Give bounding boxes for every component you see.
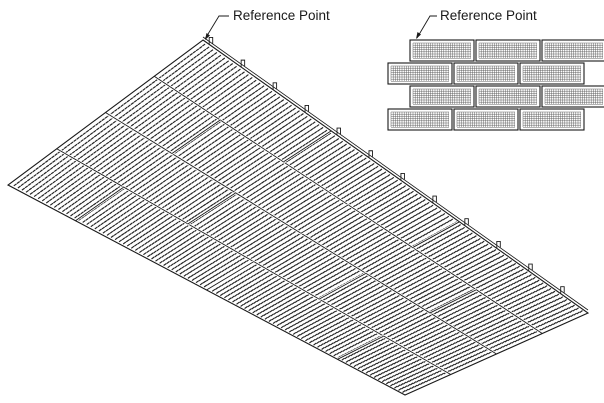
panel-joint bbox=[429, 289, 477, 314]
inset-brick-perforation bbox=[456, 65, 515, 82]
inset-brick-perforation bbox=[544, 88, 603, 105]
edge-clip bbox=[400, 172, 405, 181]
edge-clip bbox=[240, 59, 246, 68]
edge-clip bbox=[464, 218, 469, 226]
panel-joint bbox=[206, 261, 254, 291]
panel-seams bbox=[56, 75, 543, 376]
panel-joint bbox=[412, 221, 460, 248]
panel-joint bbox=[300, 204, 349, 234]
inset-brick-panels bbox=[387, 39, 604, 131]
ceiling-outline bbox=[6, 39, 590, 396]
edge-clip bbox=[368, 150, 373, 158]
inset-reference-callout: Reference Point bbox=[416, 8, 537, 39]
main-reference-callout: Reference Point bbox=[204, 8, 330, 40]
edge-clip bbox=[272, 82, 278, 90]
panel-joint bbox=[283, 130, 332, 163]
edge-clip bbox=[528, 263, 533, 272]
panel-joint bbox=[187, 192, 236, 225]
reference-point-label-main: Reference Point bbox=[233, 8, 330, 23]
panel-joint bbox=[318, 272, 367, 300]
edge-clip bbox=[432, 195, 437, 204]
inset-brick-perforation bbox=[522, 65, 581, 82]
inset-brick-perforation bbox=[390, 111, 449, 128]
callout-arrowhead-main bbox=[205, 33, 210, 40]
callout-leader-inset bbox=[416, 15, 437, 39]
inset-brick-perforation bbox=[412, 42, 471, 59]
reference-point-label-inset: Reference Point bbox=[440, 8, 537, 23]
inset-brick-perforation bbox=[522, 111, 581, 128]
inset-brick-perforation bbox=[478, 42, 537, 59]
callout-arrowhead-inset bbox=[416, 32, 421, 39]
inset-plan-view: Reference Point bbox=[387, 8, 604, 131]
edge-clip bbox=[560, 286, 565, 294]
edge-clips bbox=[202, 36, 589, 311]
panel-joint bbox=[171, 119, 221, 154]
panel-joint bbox=[337, 335, 384, 360]
inset-brick-perforation bbox=[478, 88, 537, 105]
edge-clip bbox=[336, 127, 341, 136]
inset-brick-perforation bbox=[412, 88, 471, 105]
edge-clip bbox=[208, 37, 214, 45]
edge-clip bbox=[304, 104, 310, 113]
main-ceiling-view: Reference Point bbox=[6, 8, 590, 396]
inset-brick-perforation bbox=[390, 65, 449, 82]
inset-brick-perforation bbox=[544, 42, 603, 59]
callout-leader-main bbox=[204, 15, 229, 40]
edge-clip bbox=[496, 240, 501, 249]
edge-rail bbox=[202, 36, 589, 311]
inset-brick-perforation bbox=[456, 111, 515, 128]
panel-joint bbox=[75, 186, 124, 222]
